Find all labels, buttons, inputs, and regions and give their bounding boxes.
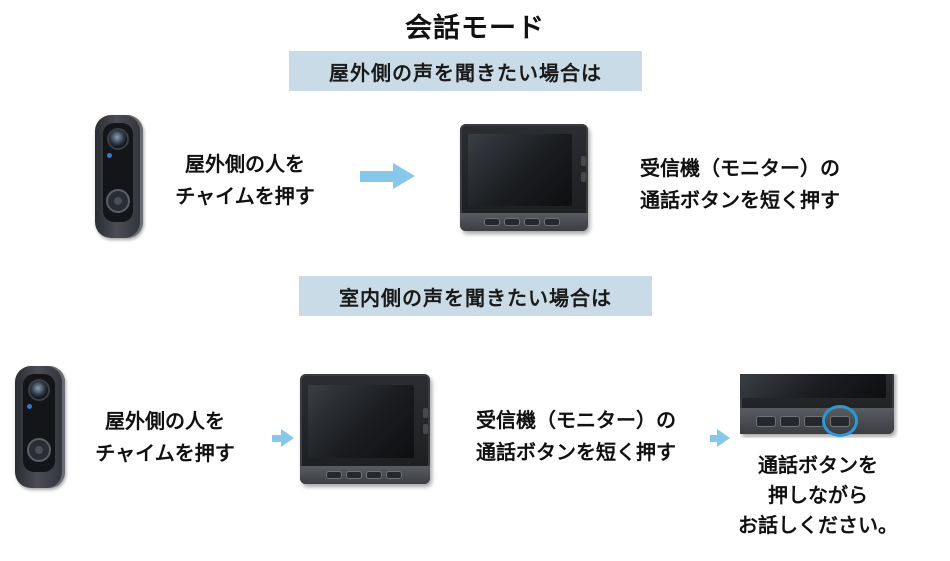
section2-step2-label: 受信機（モニター）の 通話ボタンを短く押す — [440, 404, 712, 468]
monitor-screen — [308, 385, 414, 458]
section2-step3-label: 通話ボタンを 押しながら お話しください。 — [718, 450, 918, 540]
talk-key — [544, 218, 560, 226]
arrow-head — [393, 163, 415, 189]
monitor-screen — [740, 374, 886, 398]
monitor-key — [504, 218, 520, 226]
monitor-key — [804, 416, 824, 427]
talk-key — [386, 471, 402, 479]
monitor-button-bar — [460, 213, 588, 231]
page-title: 会話モード — [405, 13, 545, 44]
monitor-button-bar — [300, 466, 430, 484]
monitor-side-port — [581, 156, 586, 166]
arrow-shaft — [272, 435, 282, 442]
section1-step2-line2: 通話ボタンを短く押す — [640, 188, 840, 212]
doorbell-face — [23, 374, 55, 472]
section2-step1-label: 屋外側の人を チャイムを押す — [70, 405, 260, 469]
monitor-image — [460, 124, 588, 231]
section2-step2-line1: 受信機（モニター）の — [476, 408, 676, 432]
monitor-key — [484, 218, 500, 226]
monitor-key — [326, 471, 342, 479]
chime-button — [27, 438, 51, 462]
doorbell-image — [15, 366, 65, 488]
monitor-closeup-body — [740, 374, 894, 434]
section2-banner-text: 室内側の声を聞きたい場合は — [339, 285, 612, 310]
doorbell-camera — [107, 128, 129, 150]
monitor-screen — [468, 134, 572, 206]
monitor-closeup-image — [740, 374, 898, 438]
section2-step1-line2: チャイムを押す — [95, 441, 235, 465]
section1-step2-line1: 受信機（モニター）の — [640, 156, 840, 180]
section1-banner-text: 屋外側の声を聞きたい場合は — [329, 60, 602, 85]
arrow-head — [717, 429, 730, 447]
arrow-shaft — [360, 171, 394, 182]
monitor-button-bar — [740, 408, 894, 434]
arrow-head — [281, 429, 294, 447]
monitor-side-port — [423, 424, 428, 434]
monitor-key — [524, 218, 540, 226]
talk-button-highlight-ring — [822, 405, 858, 437]
section2-step3-line1: 通話ボタンを — [758, 453, 878, 477]
monitor-key — [780, 416, 800, 427]
monitor-image — [300, 374, 430, 484]
section2-step2-line2: 通話ボタンを短く押す — [476, 440, 676, 464]
doorbell-camera — [28, 379, 50, 401]
section2-banner: 室内側の声を聞きたい場合は — [299, 276, 652, 316]
arrow-shaft — [710, 435, 718, 442]
section1-step1-label: 屋外側の人を チャイムを押す — [150, 148, 340, 212]
doorbell-image — [95, 115, 143, 238]
section1-step1-line2: チャイムを押す — [175, 184, 315, 208]
doorbell-led — [107, 153, 112, 158]
monitor-key — [346, 471, 362, 479]
section1-banner: 屋外側の声を聞きたい場合は — [289, 51, 642, 91]
monitor-side-port — [423, 408, 428, 418]
doorbell-face — [103, 123, 133, 222]
section2-step3-line2: 押しながら — [768, 483, 868, 507]
section2-step1-line1: 屋外側の人を — [105, 409, 225, 433]
doorbell-led — [27, 404, 32, 409]
monitor-key — [366, 471, 382, 479]
section1-step1-line1: 屋外側の人を — [185, 152, 305, 176]
monitor-key — [756, 416, 776, 427]
monitor-side-port — [581, 172, 586, 182]
section2-step3-line3: お話しください。 — [738, 513, 898, 537]
section1-step2-label: 受信機（モニター）の 通話ボタンを短く押す — [605, 152, 875, 216]
chime-button — [106, 189, 130, 213]
